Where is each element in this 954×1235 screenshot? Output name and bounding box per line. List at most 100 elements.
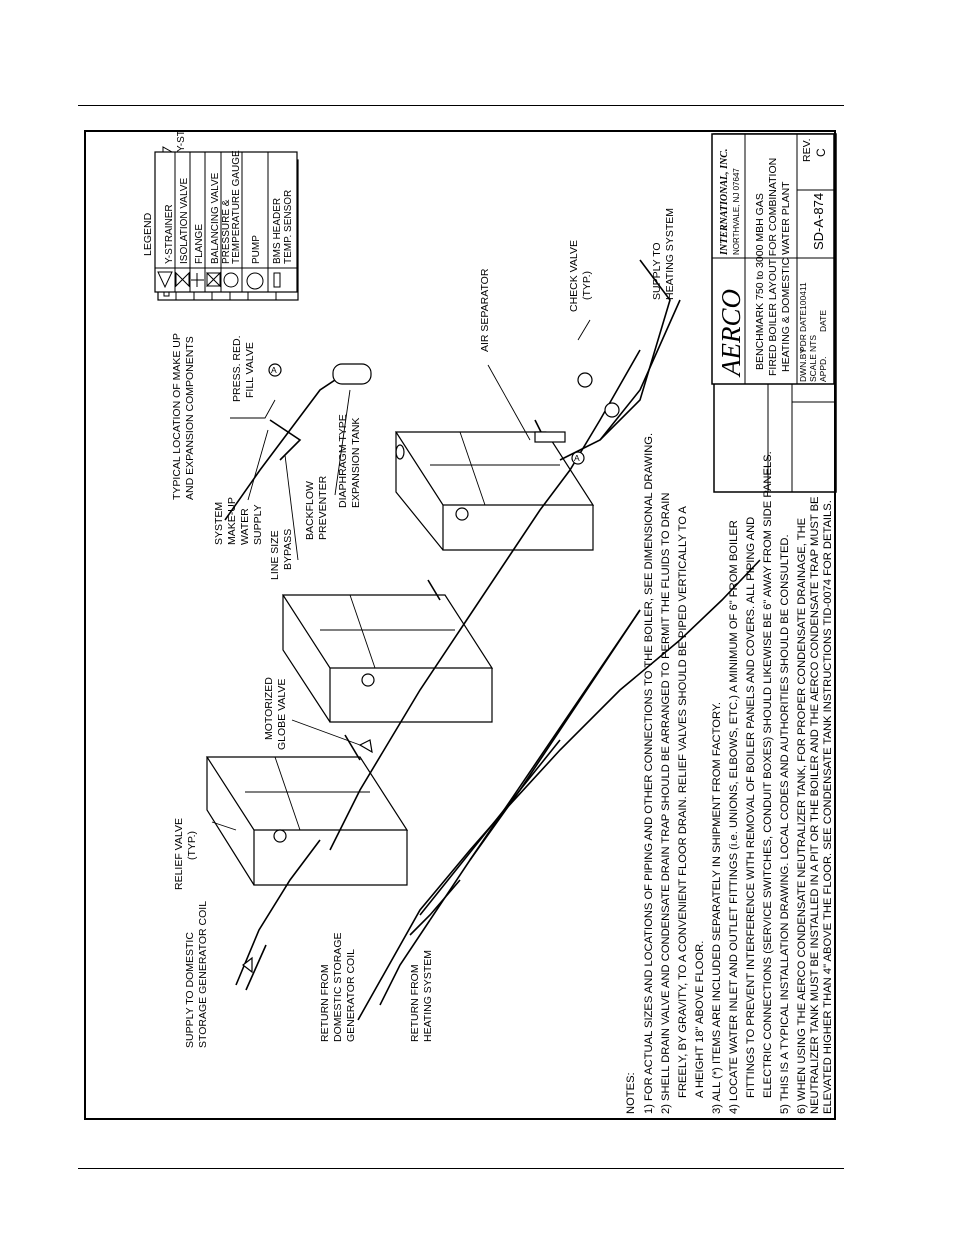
notes: NOTES: 1) FOR ACTUAL SIZES AND LOCATIONS… [625,433,834,1114]
gauge-2-icon [361,673,375,687]
note-line-5: 3) ALL (*) ITEMS ARE INCLUDED SEPARATELY… [711,702,723,1114]
label-return-heating-2: HEATING SYSTEM [422,950,434,1042]
pump-icon [246,272,264,290]
label-check-valve-2: (TYP.) [581,271,593,300]
note-line-2: 2) SHELL DRAIN VALVE AND CONDENSATE DRAI… [660,493,672,1114]
marker-a-circle-2 [571,451,585,465]
label-check-valve-1: CHECK VALVE [568,240,580,312]
expansion-tank [332,363,372,385]
label-typical-location-1: TYPICAL LOCATION OF MAKE UP [171,333,183,500]
notes-header: NOTES: [625,1072,637,1114]
sensor-icon [273,272,281,288]
label-motorized-globe-1: MOTORIZED [263,677,275,740]
flange-icon [191,273,204,287]
legend-item-pump: PUMP [251,235,262,264]
header-rule [78,105,844,106]
date-label: DATE [798,310,808,332]
legend-panel: LEGEND Y-STRAINER ISOLATION VALVE FLANGE… [142,150,298,293]
scale-value: NTS [808,335,818,352]
note-line-9: 5) THIS IS A TYPICAL INSTALLATION DRAWIN… [779,534,791,1114]
legend-item-flange: FLANGE [194,224,205,264]
legend-item-temperature-gauge: TEMPERATURE GAUGE [231,150,242,264]
label-supply-heating-1: SUPPLY TO [651,242,663,300]
footer-rule [78,1168,844,1169]
brand-logo-text: AERCO [716,289,746,378]
title-desc-2: FIRED BOILER LAYOUT FOR COMBINATION [767,158,779,376]
brand-sub: INTERNATIONAL, INC. [719,149,730,256]
note-line-12: ELEVATED HIGHER THAN 4" ABOVE THE FLOOR.… [822,500,834,1114]
pump-1-icon [577,372,593,388]
marker-a-circle-1 [268,363,282,377]
pump-2-icon [604,402,620,418]
dwn-by-value: PDR [798,334,808,352]
y-strainer-icon [157,271,173,289]
gauge-icon [223,272,239,288]
brand-address: NORTHVALE, NJ 07647 [732,168,741,255]
label-press-red-1: PRESS. RED. [231,335,243,402]
label-system-makeup-3: WATER [239,508,251,545]
label-typical-location-2: AND EXPANSION COMPONENTS [184,336,196,500]
label-return-domestic-2: DOMESTIC STORAGE [332,933,344,1043]
legend-item-isolation-valve: ISOLATION VALVE [179,178,190,264]
label-return-domestic-1: RETURN FROM [319,964,331,1042]
label-backflow-2: PREVENTER [317,475,329,540]
rev-value: C [814,148,828,157]
label-line-size-bypass-2: BYPASS [282,529,294,570]
boiler-3 [394,431,595,551]
label-supply-domestic-2: STORAGE GENERATOR COIL [197,901,209,1048]
label-system-makeup-2: MAKE-UP [226,497,238,545]
label-supply-heating-2: HEATING SYSTEM [664,208,676,300]
gauge-1-icon [273,829,287,843]
legend-item-y-strainer: Y-STRAINER [164,204,175,264]
boiler-2 [281,594,494,723]
legend-item-temp-sensor: TEMP. SENSOR [283,190,294,264]
boiler-1 [205,756,409,886]
date-value: 100411 [798,282,808,310]
scale-label: SCALE [808,354,818,382]
marker-a-1: A [271,365,277,375]
appd-label: APPD. [818,356,828,382]
label-relief-valve-1: RELIEF VALVE [173,818,185,890]
label-line-size-bypass-1: LINE SIZE [269,530,281,580]
label-backflow-1: BACKFLOW [304,481,316,540]
label-supply-domestic-1: SUPPLY TO DOMESTIC [184,932,196,1048]
callouts: SUPPLY TO DOMESTIC STORAGE GENERATOR COI… [171,208,676,1048]
drawing-number: SD-A-874 [811,193,826,250]
note-line-8: ELECTRIC CONNECTIONS (SERVICE SWITCHES, … [762,451,774,1098]
legend-item-bms-header: BMS HEADER [272,198,283,264]
label-system-makeup-1: SYSTEM [213,502,225,545]
label-press-red-2: FILL VALVE [244,342,256,398]
legend-title: LEGEND [142,212,154,256]
legend-item-balancing-valve: BALANCING VALVE [210,172,221,264]
note-line-11: NEUTRALIZER TANK MUST BE INSTALLED IN A … [809,496,821,1114]
title-desc-3: HEATING & DOMESTIC WATER PLANT [780,181,792,372]
label-diaphragm-2: EXPANSION TANK [350,418,362,508]
label-return-domestic-3: GENERATOR COIL [345,949,357,1042]
label-diaphragm-1: DIAPHRAGM TYPE [337,414,349,508]
note-line-10: 6) WHEN USING THE AERCO CONDENSATE NEUTR… [796,518,808,1114]
leader-lines [211,319,591,831]
label-system-makeup-4: SUPPLY [252,504,264,545]
note-line-6: 4) LOCATE WATER INLET AND OUTLET FITTING… [728,520,740,1114]
gauge-3-icon [455,507,469,521]
appd-date-label: DATE [818,310,828,332]
label-relief-valve-2: (TYP.) [186,831,198,860]
label-return-heating-1: RETURN FROM [409,964,421,1042]
note-line-7: FITTINGS TO PREVENT INTERFERENCE WITH RE… [745,517,757,1098]
note-line-1: 1) FOR ACTUAL SIZES AND LOCATIONS OF PIP… [643,433,655,1114]
isolation-valve-icon [175,271,190,288]
title-desc-1: BENCHMARK 750 to 3000 MBH GAS [754,193,766,370]
label-air-separator: AIR SEPARATOR [479,268,491,352]
air-separator [534,431,566,443]
note-line-3: FREELY, BY GRAVITY, TO A CONVENIENT FLOO… [677,506,689,1098]
note-line-4: A HEIGHT 18" ABOVE FLOOR. [694,941,706,1098]
equipment [242,363,620,974]
rev-label: REV. [801,138,813,162]
piping [224,259,761,1021]
title-block: AERCO INTERNATIONAL, INC. NORTHVALE, NJ … [711,133,835,385]
label-motorized-globe-2: GLOBE VALVE [276,679,288,750]
balancing-valve-icon [206,271,221,288]
legend-item-pressure: PRESSURE & [221,199,232,264]
marker-a-2: A [574,453,580,463]
